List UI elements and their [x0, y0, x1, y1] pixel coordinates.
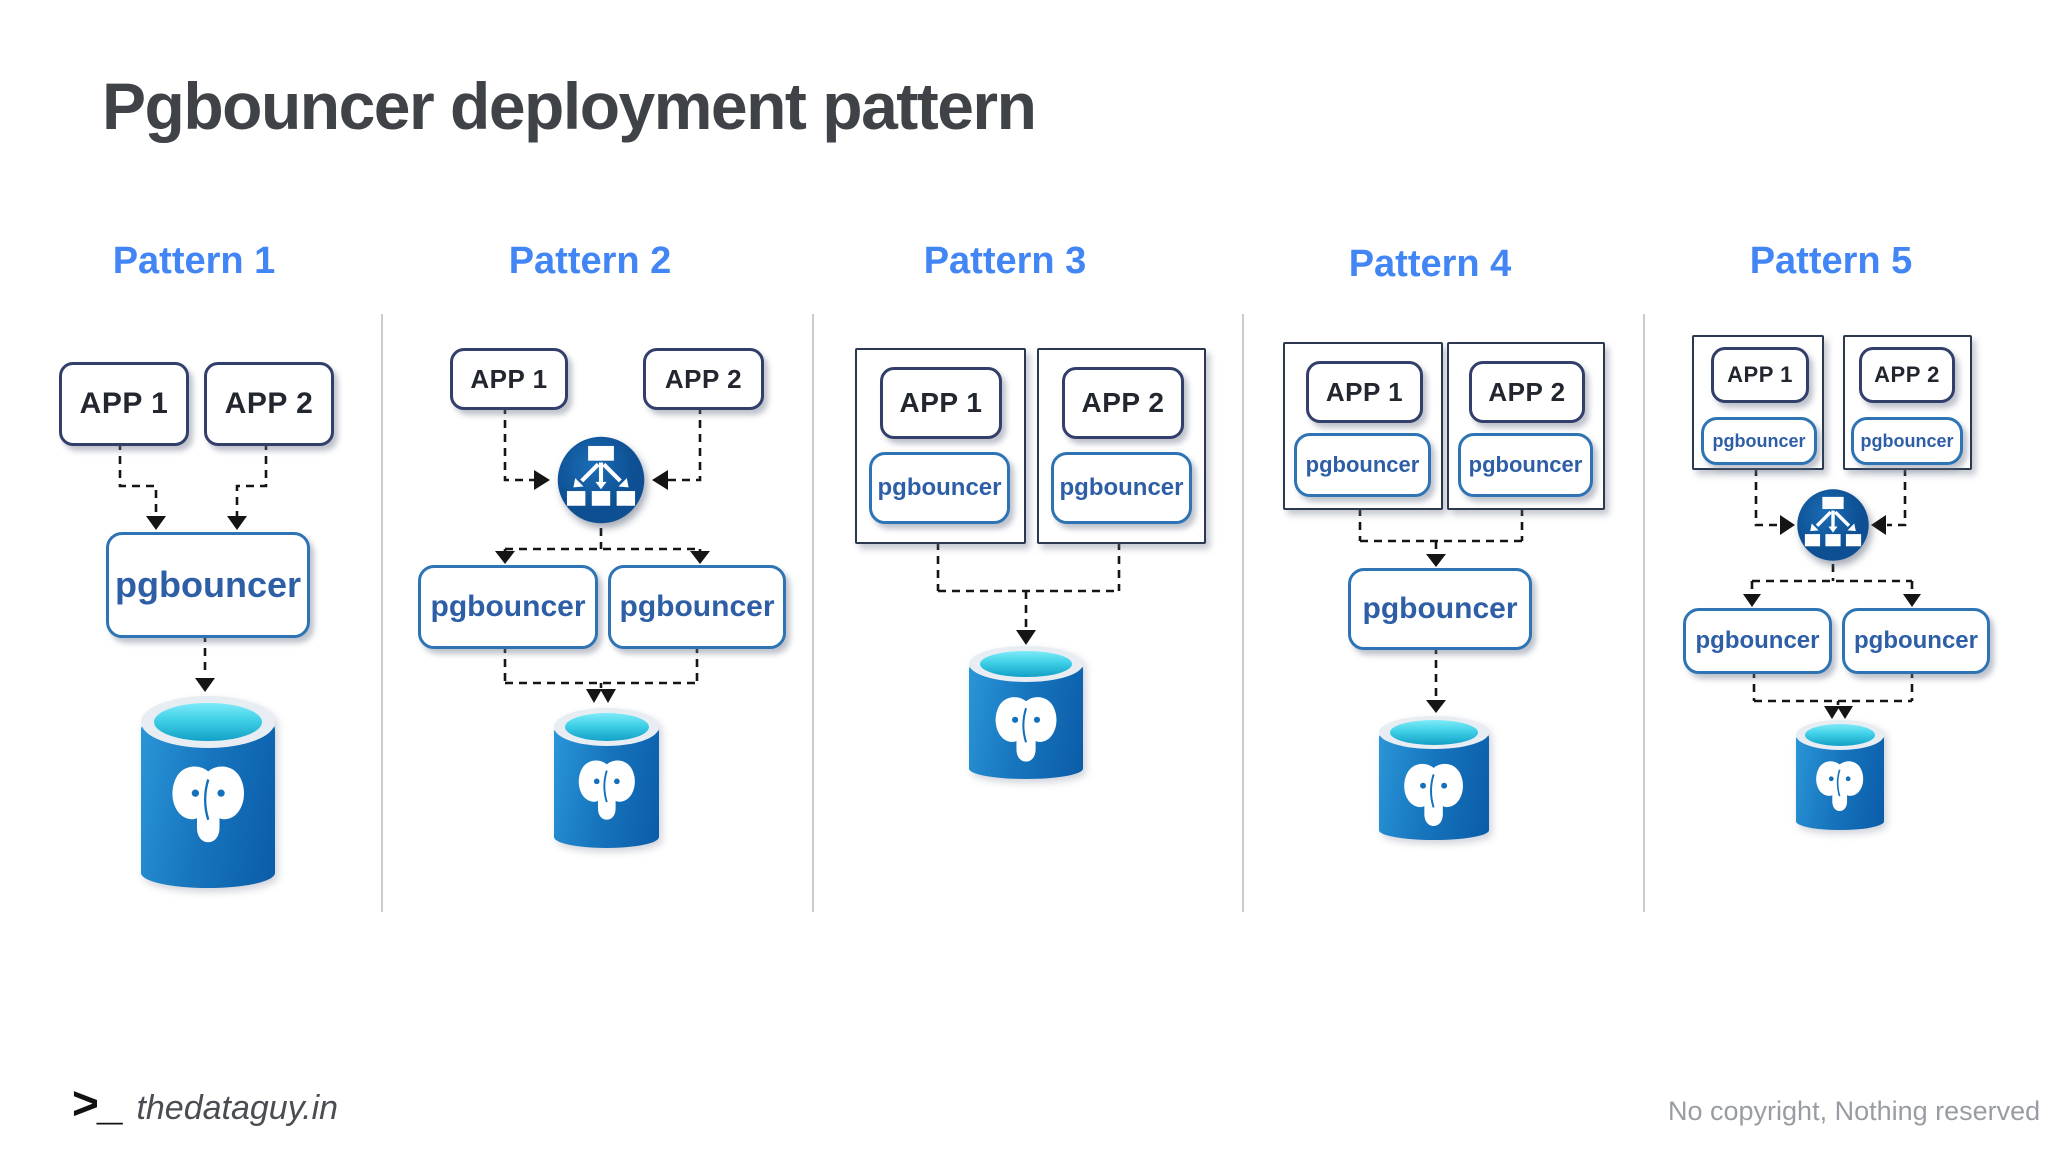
- p3-pgbouncer2-box: pgbouncer: [1051, 452, 1192, 524]
- pgbouncer-label: pgbouncer: [1362, 592, 1518, 625]
- p3-pgbouncer1-box: pgbouncer: [869, 452, 1010, 524]
- pgbouncer-label: pgbouncer: [1712, 430, 1806, 451]
- pgbouncer-label: pgbouncer: [1854, 627, 1978, 654]
- p4-pgbouncer1-box: pgbouncer: [1294, 433, 1431, 497]
- pgbouncer-label: pgbouncer: [1695, 627, 1820, 654]
- postgresql-elephant-logo: [1404, 763, 1464, 826]
- terminal-prompt-icon: >_: [72, 1077, 122, 1129]
- p5-standalone-pgbouncer1-box: pgbouncer: [1683, 608, 1832, 674]
- pgbouncer-label: pgbouncer: [1468, 452, 1583, 477]
- pgbouncer-label: pgbouncer: [877, 474, 1002, 501]
- p4-pgbouncer2-box: pgbouncer: [1458, 433, 1593, 497]
- p5-standalone-pgbouncer2-box: pgbouncer: [1842, 608, 1990, 674]
- app1-label: APP 1: [1727, 362, 1793, 387]
- p4-app1-box: APP 1: [1306, 361, 1423, 423]
- p5-pgbouncer2-box: pgbouncer: [1851, 417, 1963, 465]
- p5-app1-box: APP 1: [1711, 347, 1809, 403]
- load-balancer-icon: [555, 434, 647, 526]
- p3-app1-box: APP 1: [880, 367, 1002, 439]
- app2-label: APP 2: [1488, 376, 1566, 407]
- pgbouncer-label: pgbouncer: [1860, 430, 1954, 451]
- copyright-note: No copyright, Nothing reserved: [1668, 1096, 2041, 1126]
- column-divider: [812, 314, 814, 912]
- pattern-3-label: Pattern 3: [923, 240, 1087, 282]
- pgbouncer-label: pgbouncer: [1305, 452, 1420, 477]
- app1-label: APP 1: [899, 387, 983, 418]
- p4-central-pgbouncer-box: pgbouncer: [1348, 568, 1532, 650]
- column-divider: [381, 314, 383, 912]
- pgbouncer-label: pgbouncer: [619, 590, 775, 623]
- p2-app1-box: APP 1: [450, 348, 568, 410]
- app1-label: APP 1: [79, 387, 169, 420]
- pgbouncer-label: pgbouncer: [1059, 474, 1184, 501]
- p1-pgbouncer-box: pgbouncer: [106, 532, 310, 638]
- pattern-4-label: Pattern 4: [1348, 243, 1512, 285]
- p1-app2-box: APP 2: [204, 362, 334, 446]
- p4-app2-box: APP 2: [1469, 361, 1585, 423]
- postgresql-elephant-logo: [578, 760, 635, 820]
- postgresql-elephant-logo: [1816, 761, 1864, 812]
- postgresql-database-icon: [1379, 716, 1489, 840]
- pgbouncer-label: pgbouncer: [115, 564, 301, 605]
- page-title: Pgbouncer deployment pattern: [102, 69, 1037, 143]
- column-divider: [1242, 314, 1244, 912]
- app2-label: APP 2: [224, 387, 314, 420]
- p5-app2-box: APP 2: [1859, 347, 1955, 403]
- site-name: thedataguy.in: [136, 1089, 339, 1127]
- pattern-2-label: Pattern 2: [508, 240, 672, 282]
- column-divider: [1643, 314, 1645, 912]
- postgresql-database-icon: [141, 696, 275, 888]
- postgresql-database-icon: [554, 708, 659, 848]
- p5-pgbouncer1-box: pgbouncer: [1701, 417, 1817, 465]
- app2-label: APP 2: [1081, 387, 1165, 418]
- site-branding: >_ thedataguy.in: [72, 1076, 338, 1130]
- p2-pgbouncer2-box: pgbouncer: [608, 565, 786, 649]
- p3-app2-box: APP 2: [1062, 367, 1184, 439]
- p2-pgbouncer1-box: pgbouncer: [418, 565, 598, 649]
- postgresql-database-icon: [969, 646, 1083, 779]
- pgbouncer-label: pgbouncer: [430, 590, 586, 623]
- load-balancer-icon: [1795, 487, 1871, 563]
- postgresql-database-icon: [1796, 720, 1884, 830]
- app2-label: APP 2: [664, 363, 743, 394]
- postgresql-elephant-logo: [995, 696, 1057, 762]
- app1-label: APP 1: [1325, 376, 1404, 407]
- p2-app2-box: APP 2: [643, 348, 764, 410]
- app2-label: APP 2: [1874, 362, 1940, 387]
- app1-label: APP 1: [470, 363, 548, 394]
- p1-app1-box: APP 1: [59, 362, 189, 446]
- postgresql-elephant-logo: [172, 766, 244, 843]
- pattern-5-label: Pattern 5: [1749, 240, 1913, 282]
- pattern-1-label: Pattern 1: [112, 240, 276, 282]
